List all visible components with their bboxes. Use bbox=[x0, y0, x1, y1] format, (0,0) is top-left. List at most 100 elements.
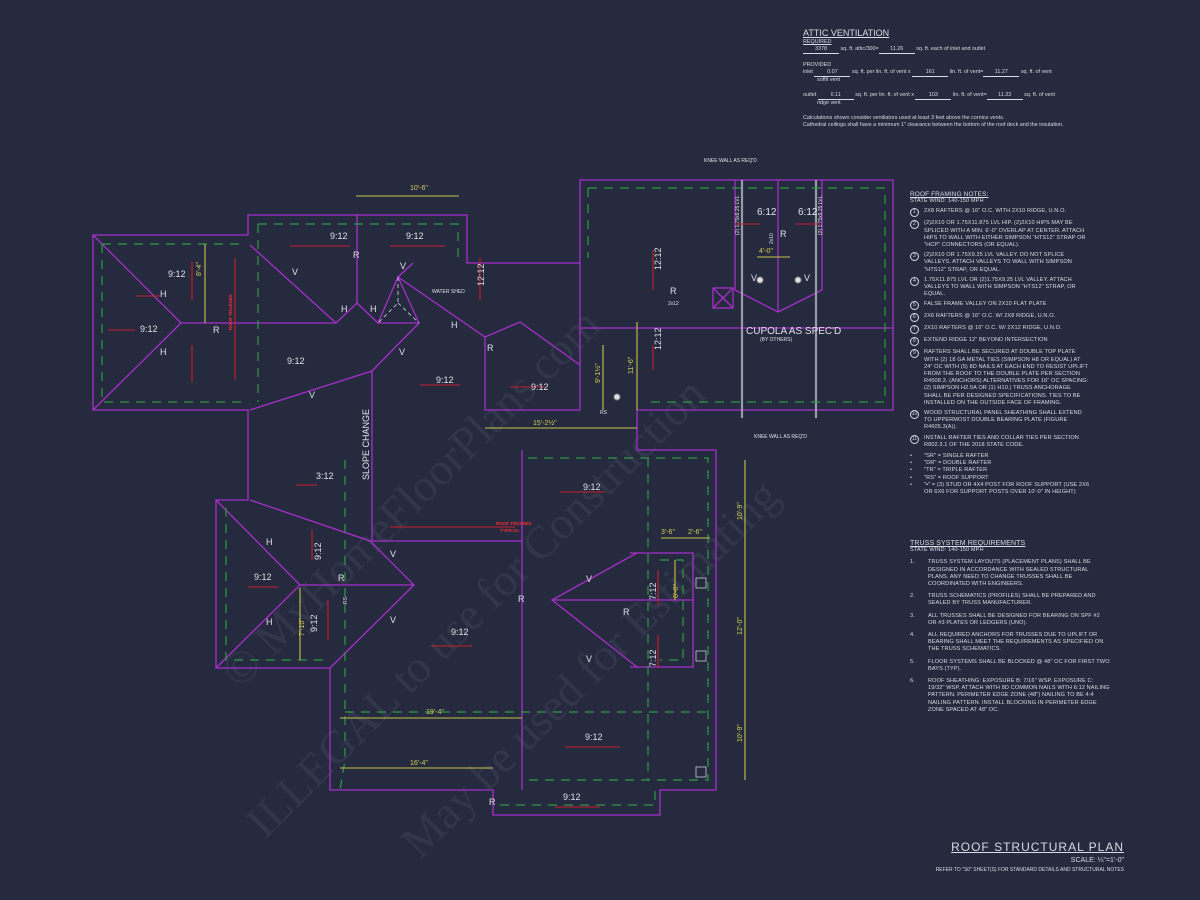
plan-label: 9:12 bbox=[309, 614, 319, 632]
plan-label: 7:12 bbox=[648, 649, 658, 667]
plan-label: 12:12 bbox=[476, 263, 486, 286]
plan-label: 9:12 bbox=[585, 732, 603, 742]
plan-label: V bbox=[586, 574, 592, 584]
dimension-label: 9'-1½" bbox=[594, 363, 602, 383]
plan-label: 9:12 bbox=[254, 572, 272, 582]
dimension-label: 7'-10" bbox=[299, 618, 306, 636]
note-text: FALSE FRAME VALLEY ON 2x10 FLAT PLATE bbox=[924, 301, 1047, 308]
text: sq. ft. attic/300= bbox=[840, 46, 879, 52]
truss-requirement-item: 6.ROOF SHEATHING: EXPOSURE B: 7/16" WSP.… bbox=[910, 678, 1110, 714]
plan-label: R bbox=[353, 250, 360, 260]
plan-label: ROOF TRUSSES bbox=[496, 521, 532, 526]
plan-label: 2x12 bbox=[668, 301, 679, 307]
plan-label: 9:12 bbox=[563, 792, 581, 802]
legend-bullet: •"RS" = ROOF SUPPORT bbox=[910, 475, 1090, 482]
plan-label: 9:12 bbox=[330, 231, 348, 241]
framing-note-item: 62x6 RAFTERS @ 16" O.C. W/ 2x8 RIDGE, U.… bbox=[910, 313, 1090, 323]
item-text: FLOOR SYSTEMS SHALL BE BLOCKED @ 48" OC … bbox=[928, 658, 1110, 672]
plan-label: V bbox=[390, 615, 396, 625]
plan-label: (BY OTHERS) bbox=[760, 337, 792, 343]
plan-label: H bbox=[370, 304, 377, 314]
vent-icon bbox=[756, 276, 764, 284]
plan-label: 9:12 bbox=[140, 324, 158, 334]
item-number: 5. bbox=[910, 658, 915, 665]
item-text: TRUSS SYSTEM LAYOUTS (PLACEMENT PLANS) S… bbox=[928, 559, 1091, 588]
inlet-value: 0.07 bbox=[814, 69, 851, 77]
plan-label: (2) 1.75x9.25 LVL bbox=[818, 195, 824, 235]
plan-label: WATER SHED bbox=[432, 289, 465, 295]
plan-label: 9:12 bbox=[313, 542, 323, 560]
plan-label: R bbox=[213, 325, 220, 335]
dimension-label: 11'-6" bbox=[628, 356, 635, 374]
note-number: 6 bbox=[910, 313, 924, 323]
plan-label: RS bbox=[343, 596, 349, 604]
plan-label: 9:12 bbox=[451, 627, 469, 637]
legend-bullet: •"DR" = DOUBLE RAFTER bbox=[910, 460, 1090, 467]
truss-requirement-item: 1.TRUSS SYSTEM LAYOUTS (PLACEMENT PLANS)… bbox=[910, 559, 1110, 588]
text: lin. ft. of vent= bbox=[949, 69, 984, 75]
provided-label: PROVIDED bbox=[803, 62, 832, 68]
plan-label: H bbox=[341, 304, 348, 314]
note-text: RAFTERS SHALL BE SECURED AT DOUBLE TOP P… bbox=[924, 349, 1089, 406]
plan-label: TYPICAL bbox=[500, 528, 520, 533]
plan-label: V bbox=[399, 347, 405, 357]
plan-label: 9:12 bbox=[287, 356, 305, 366]
plan-label: R bbox=[487, 343, 494, 353]
attic-sqft: 3378 bbox=[803, 46, 839, 54]
note-number-circle: 4 bbox=[910, 276, 919, 286]
framing-note-item: 72x10 RAFTERS @ 16" O.C. W/ 2x12 RIDGE, … bbox=[910, 325, 1090, 335]
plan-label: H bbox=[160, 347, 167, 357]
dimension-label: 4'-0" bbox=[759, 248, 773, 255]
bullet-text: "RS" = ROOF SUPPORT bbox=[924, 474, 989, 481]
note-number: 1 bbox=[910, 208, 924, 218]
plan-label: 9:12 bbox=[406, 231, 424, 241]
knee-walls bbox=[740, 180, 818, 418]
note-text: (2)2x10 OR 1.75x9.25 LVL VALLEY. DO NOT … bbox=[924, 252, 1072, 273]
plan-label: 12:12 bbox=[653, 247, 663, 270]
plan-label: R bbox=[518, 594, 525, 604]
text: sq. ft. per lin. ft. of vent x bbox=[851, 69, 911, 75]
item-number: 3. bbox=[910, 612, 915, 619]
note-number: 11 bbox=[910, 434, 924, 449]
plan-label: (2) 1.75x9.25 LVL bbox=[735, 195, 741, 235]
text: lin. ft. of vent= bbox=[952, 92, 987, 98]
inlet-label: inlet bbox=[803, 69, 813, 75]
plan-label: RS bbox=[600, 410, 608, 416]
required-label: REQUIRED bbox=[803, 39, 832, 45]
dimension-label: 10'-9" bbox=[737, 502, 744, 520]
plan-label: KNEE WALL AS REQ'D bbox=[704, 158, 757, 164]
note-text: (2)2x10 OR 1.75x11.875 LVL HIP. (2)2x10 … bbox=[924, 220, 1086, 249]
item-text: ALL REQUIRED ANCHORS FOR TRUSSES DUE TO … bbox=[928, 632, 1104, 653]
dimension-label: 15'-2½" bbox=[533, 419, 557, 427]
plan-label: 6:12 bbox=[757, 207, 777, 218]
plan-label: V bbox=[586, 654, 592, 664]
note-number-circle: 9 bbox=[910, 349, 919, 359]
text: sq. ft. per lin. ft. of vent x bbox=[855, 92, 914, 98]
bullet-icon: • bbox=[910, 453, 913, 460]
legend-bullet: •"▪" = (3) STUD OR 4x4 POST FOR ROOF SUP… bbox=[910, 482, 1090, 496]
legend-bullet: •"SR" = SINGLE RAFTER bbox=[910, 453, 1090, 460]
outlet-value: 0.11 bbox=[817, 92, 854, 100]
slope-arrows bbox=[108, 223, 820, 808]
text: sq. ft. of vent bbox=[1024, 92, 1056, 98]
framing-note-item: 9 RAFTERS SHALL BE SECURED AT DOUBLE TOP … bbox=[910, 349, 1090, 407]
drawing-title: ROOF STRUCTURAL PLAN bbox=[951, 840, 1124, 854]
item-number: 6. bbox=[910, 678, 915, 685]
note-text: WOOD STRUCTURAL PANEL SHEATHING SHALL EX… bbox=[924, 410, 1082, 431]
framing-wind: STATE Wind: 140-150 mph bbox=[910, 198, 984, 205]
post-support-icon bbox=[695, 577, 707, 589]
plan-label: V bbox=[309, 390, 315, 400]
note-number-circle: 2 bbox=[910, 220, 919, 230]
plan-label: CUPOLA AS SPEC'D bbox=[746, 326, 841, 337]
plan-label: 9:12 bbox=[531, 382, 549, 392]
plan-label: 3:12 bbox=[316, 471, 334, 481]
dimension-label: 3'-6" bbox=[661, 529, 675, 536]
drawing-scale: SCALE: ¼"=1'-0" bbox=[1070, 857, 1124, 864]
plan-label: H bbox=[451, 320, 458, 330]
note-number: 5 bbox=[910, 301, 924, 311]
plan-label: 9:12 bbox=[583, 482, 601, 492]
plan-label: R bbox=[338, 573, 345, 583]
